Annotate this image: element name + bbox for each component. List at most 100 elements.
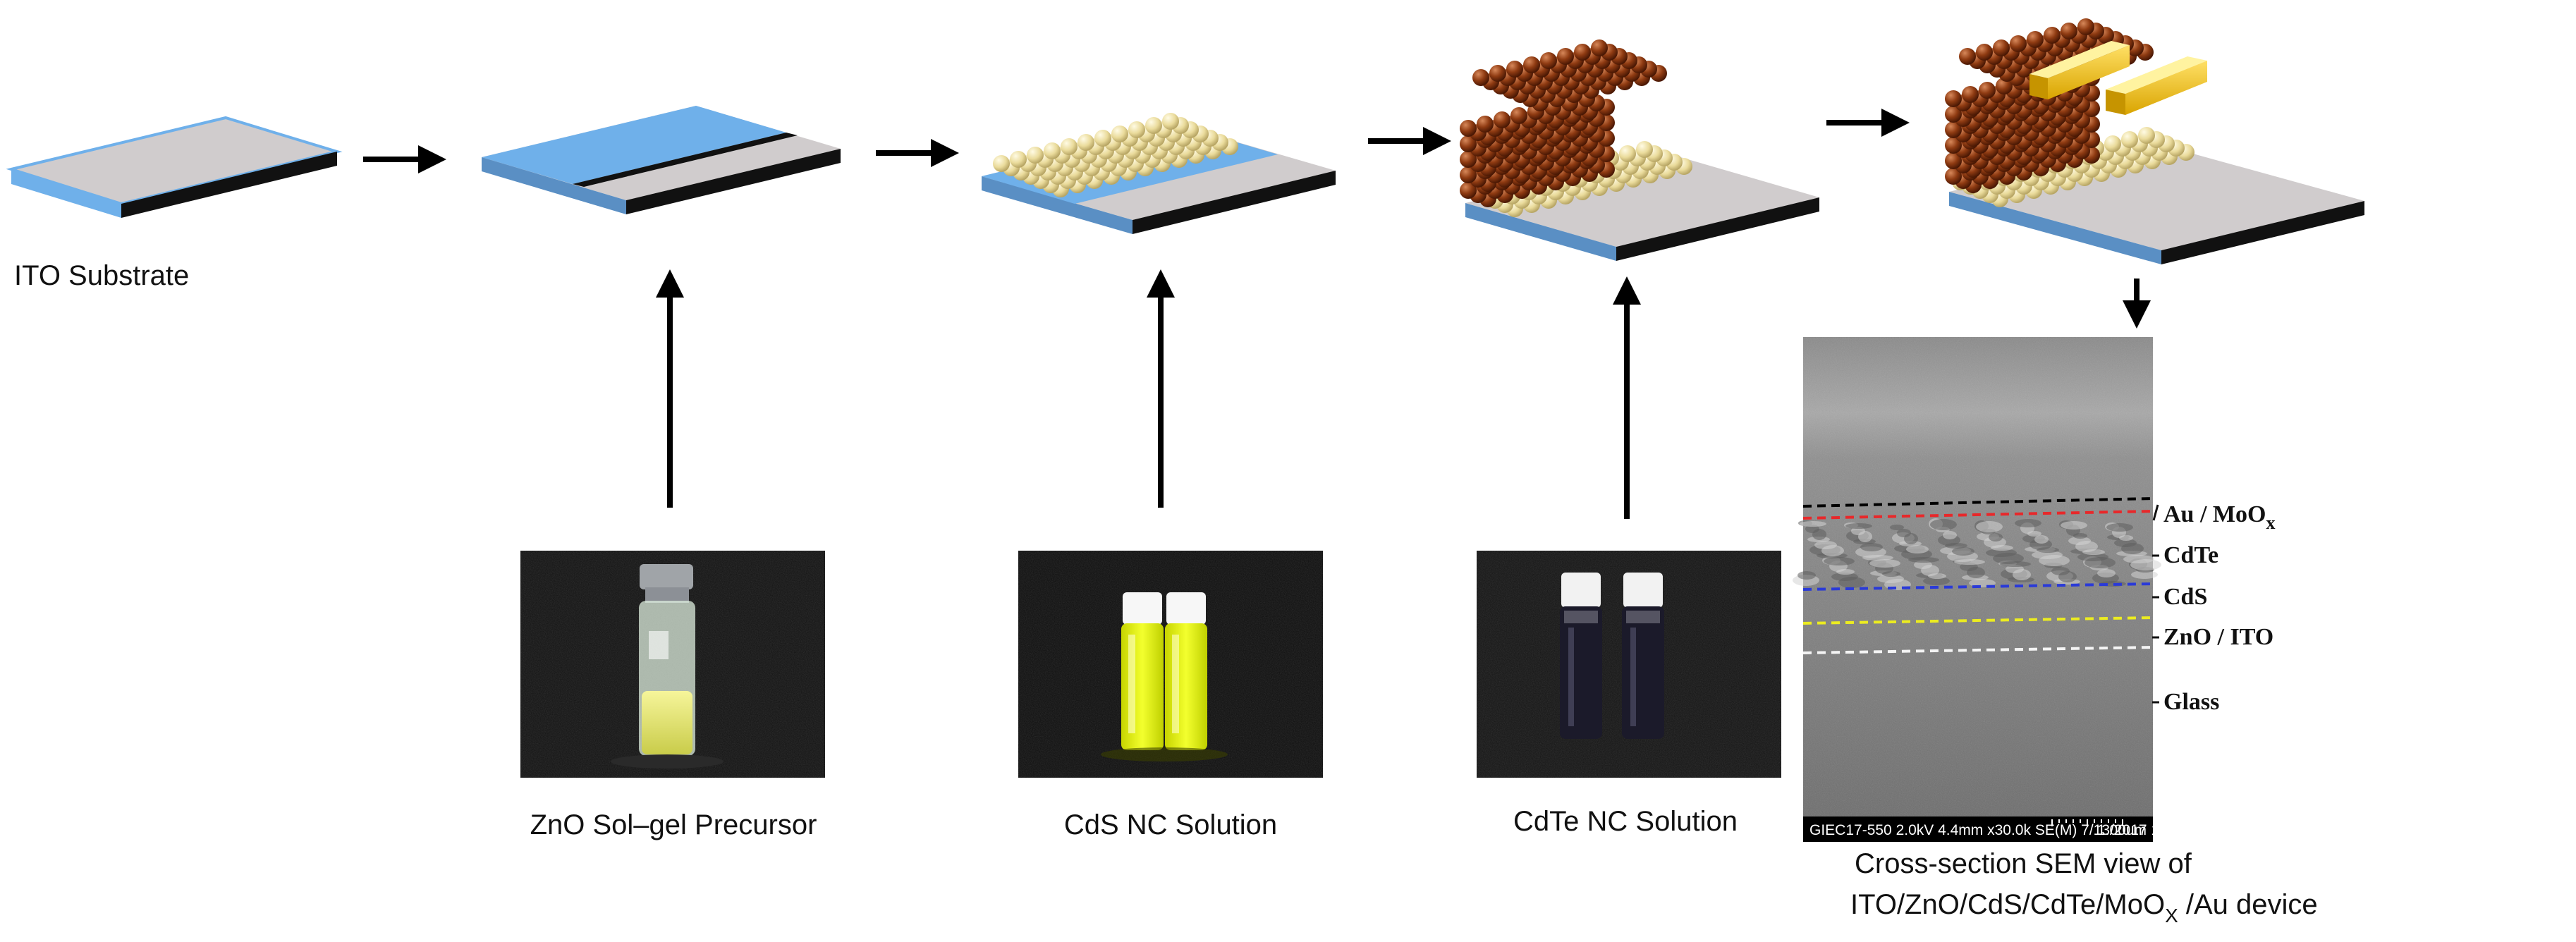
cdte-cds-boundary (1802, 582, 2154, 591)
sem-grain (1904, 533, 1918, 544)
sem-grain (2037, 547, 2059, 553)
cdte-nanocrystal (1510, 107, 1527, 124)
layer-label-cdte: CdTe (2163, 542, 2218, 568)
cdte-solution-label: CdTe NC Solution (1513, 806, 1738, 837)
cdte-nanocrystal (1993, 39, 2010, 56)
sem-grain (1943, 531, 1957, 539)
layer-label-glass: Glass (2163, 689, 2219, 715)
sem-grain (2000, 561, 2031, 567)
sem-grain (1882, 571, 1900, 577)
cdte-nanocrystal (1540, 52, 1557, 69)
sem-grain (1923, 577, 1950, 585)
cdte-coated-substrate (1460, 39, 1819, 261)
sem-grain (1824, 557, 1855, 565)
zno-precursor-label: ZnO Sol–gel Precursor (530, 809, 817, 840)
sem-grain (1797, 571, 1816, 580)
sem-grain (2058, 571, 2077, 582)
sem-grain (2131, 570, 2158, 579)
sem-grain (2097, 569, 2116, 577)
gold-electrode (2029, 41, 2130, 99)
sem-grain (1952, 547, 1974, 556)
sem-grain (2073, 533, 2087, 539)
cdte-solution-photo (1477, 551, 1781, 778)
cds-nanocrystal (2138, 127, 2155, 144)
sem-grain (2061, 521, 2087, 530)
sem-layer-labels: Au / MoOx CdTe CdS ZnO / ITO Glass (2152, 501, 2275, 715)
sem-grain (1967, 567, 1985, 578)
sem-grain (2027, 531, 2041, 537)
cdte-nanocrystal (1460, 151, 1477, 168)
layer-label-cds: CdS (2163, 584, 2207, 610)
cds-nanocrystal (2121, 131, 2138, 148)
sem-grain (1928, 573, 1946, 579)
cds-nanocrystal (1044, 142, 1061, 159)
cdte-nanocrystal (2044, 27, 2061, 44)
cdte-nanocrystal (1962, 86, 1979, 103)
sem-grain (1860, 543, 1883, 551)
sem-grain (1838, 577, 1865, 588)
sem-caption-line2: ITO/ZnO/CdS/CdTe/MoOX /Au device (1850, 889, 2318, 926)
ito-substrate-label: ITO Substrate (14, 260, 189, 291)
gold-electrode (2106, 56, 2207, 115)
sem-grain (2015, 519, 2041, 527)
sem-scale-label: 1.00um (2097, 822, 2147, 838)
cds-nanocrystal (1094, 130, 1111, 147)
sem-grain (1989, 533, 2003, 542)
cds-nanocrystal (993, 155, 1010, 172)
ito-substrate-slab (6, 116, 343, 218)
cds-nanocrystal (1010, 151, 1027, 168)
cdte-nanocrystal (1945, 121, 1962, 138)
cds-nanocrystal (1027, 147, 1044, 164)
cdte-nanocrystal (1506, 61, 1523, 78)
cds-zno-boundary (1802, 616, 2154, 625)
sem-grain (1921, 565, 1939, 576)
cdte-grain-texture (1793, 518, 2161, 590)
cds-nanocrystal (1078, 134, 1094, 151)
sem-caption-line1: Cross-section SEM view of (1855, 848, 2192, 879)
cds-solution-label: CdS NC Solution (1064, 809, 1277, 840)
sem-grain (1930, 519, 1957, 530)
sem-grain (2013, 569, 2031, 580)
cds-nanocrystal-layer (993, 113, 1238, 197)
au-moox-boundary (1802, 497, 2154, 508)
cds-solution-photo (1018, 551, 1323, 778)
cdte-nanocrystal (1945, 90, 1962, 107)
cdte-nanocrystal (1945, 137, 1962, 154)
cdte-nanocrystal (1472, 69, 1489, 86)
sem-grain (1800, 521, 1826, 527)
cdte-nanocrystal (1976, 44, 1993, 61)
sem-grain (2119, 535, 2133, 541)
cds-nanocrystal (1162, 113, 1179, 130)
cdte-nanocrystal (1460, 135, 1477, 152)
cdte-nanocrystal (2077, 18, 2094, 35)
sem-grain (1993, 553, 2024, 564)
sem-grain (1862, 555, 1893, 561)
sem-grain (2106, 523, 2133, 532)
sem-grain (1812, 529, 1826, 540)
cds-nanocrystal (1145, 117, 1162, 134)
sem-grain (1821, 545, 1844, 556)
cdte-nanocrystal (2061, 23, 2077, 39)
moox-cdte-boundary (1802, 510, 2154, 520)
sem-grain (2039, 555, 2070, 566)
cds-coated-substrate (982, 113, 1336, 234)
cds-nanocrystal (2104, 135, 2121, 152)
sem-grain (2034, 535, 2049, 544)
cdte-nanocrystal (1959, 48, 1976, 65)
cdte-nanocrystal (1494, 111, 1510, 128)
sem-grain (1945, 543, 1967, 549)
cds-nanocrystal (1111, 126, 1128, 142)
cds-nanocrystal (1128, 121, 1145, 138)
cdte-nanocrystal (1557, 48, 1574, 65)
sem-grain (1906, 545, 1929, 553)
cdte-nanocrystal (1574, 44, 1591, 61)
cdte-nanocrystal (1591, 39, 1608, 56)
sem-grain (1836, 569, 1855, 575)
sem-scale-bar (2051, 819, 2123, 826)
sem-grain (1858, 531, 1872, 542)
cdte-nanocrystal (1996, 78, 2013, 94)
sem-grain (1908, 557, 1939, 563)
sem-grain (1845, 523, 1872, 529)
sem-grain (1991, 545, 2013, 551)
cdte-nanocrystal (1945, 152, 1962, 169)
